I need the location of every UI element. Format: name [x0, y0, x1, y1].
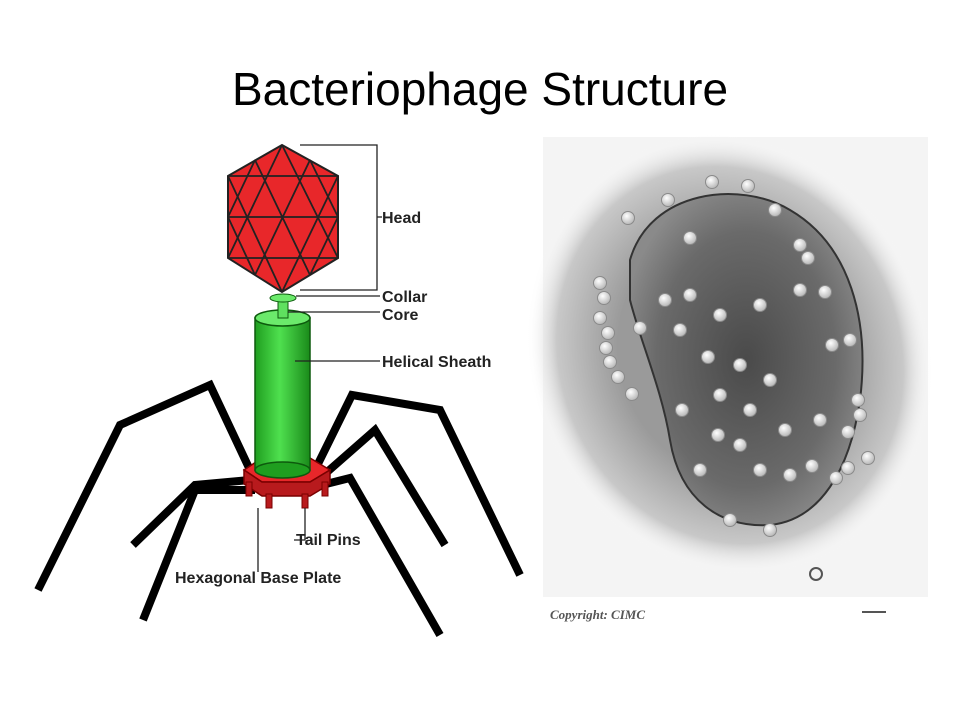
- tail-pin: [265, 493, 273, 509]
- phage-particle: [841, 425, 855, 439]
- phage-particle: [763, 523, 777, 537]
- phage-particle: [701, 350, 715, 364]
- slide-title: Bacteriophage Structure: [231, 63, 729, 115]
- phage-particle: [818, 285, 832, 299]
- free-phage: [809, 567, 823, 581]
- capsid-head: [227, 143, 339, 294]
- phage-particle: [713, 388, 727, 402]
- phage-particle: [593, 276, 607, 290]
- phage-particle: [741, 179, 755, 193]
- tail-pin: [245, 481, 253, 497]
- phage-particle: [753, 463, 767, 477]
- phage-particle: [675, 403, 689, 417]
- electron-micrograph: Copyright: CIMC: [526, 133, 934, 622]
- phage-particle: [733, 438, 747, 452]
- collar-core: [269, 293, 297, 319]
- micrograph-copyright: Copyright: CIMC: [550, 607, 645, 622]
- phage-particle: [778, 423, 792, 437]
- label-helical-sheath: Helical Sheath: [382, 354, 491, 371]
- phage-particle: [733, 358, 747, 372]
- tail-fiber: [315, 423, 449, 548]
- tail-fibers: [34, 379, 524, 637]
- phage-particle: [603, 355, 617, 369]
- leader-lines: [257, 144, 382, 572]
- phage-particle: [813, 413, 827, 427]
- phage-diagram: Head Collar Core Helical Sheath Tail Pin…: [34, 143, 524, 637]
- tail-fiber: [139, 486, 255, 622]
- phage-particle: [853, 408, 867, 422]
- label-base-plate: Hexagonal Base Plate: [175, 570, 341, 587]
- phage-particle: [843, 333, 857, 347]
- phage-particle: [743, 403, 757, 417]
- label-tail-pins: Tail Pins: [296, 532, 361, 549]
- attached-phages: [593, 175, 875, 537]
- sheath-bottom: [254, 461, 311, 479]
- helical-sheath: [254, 309, 311, 479]
- tail-pin: [301, 493, 309, 509]
- phage-particle: [625, 387, 639, 401]
- phage-particle: [801, 251, 815, 265]
- phage-particle: [683, 288, 697, 302]
- label-core: Core: [382, 307, 419, 324]
- phage-particle: [597, 291, 611, 305]
- phage-particle: [621, 211, 635, 225]
- phage-particle: [793, 283, 807, 297]
- phage-particle: [693, 463, 707, 477]
- phage-particle: [683, 231, 697, 245]
- phage-particle: [851, 393, 865, 407]
- phage-particle: [763, 373, 777, 387]
- phage-particle: [783, 468, 797, 482]
- phage-particle: [861, 451, 875, 465]
- tail-pin: [321, 481, 329, 497]
- core: [277, 299, 289, 319]
- phage-particle: [705, 175, 719, 189]
- tail-fiber: [34, 379, 254, 592]
- phage-particle: [841, 461, 855, 475]
- label-collar: Collar: [382, 289, 427, 306]
- tail-pins-leader: [294, 508, 306, 541]
- label-head: Head: [382, 210, 421, 227]
- phage-particle: [611, 370, 625, 384]
- phage-particle: [713, 308, 727, 322]
- phage-particle: [593, 311, 607, 325]
- collar: [269, 293, 297, 303]
- phage-particle: [633, 321, 647, 335]
- tail-fiber: [311, 390, 524, 577]
- phage-particle: [711, 428, 725, 442]
- phage-particle: [661, 193, 675, 207]
- tail-fiber: [130, 476, 251, 548]
- phage-particle: [599, 341, 613, 355]
- phage-particle: [793, 238, 807, 252]
- phage-particle: [753, 298, 767, 312]
- phage-particle: [658, 293, 672, 307]
- phage-particle: [723, 513, 737, 527]
- phage-particle: [805, 459, 819, 473]
- phage-particle: [829, 471, 843, 485]
- sheath-body: [254, 317, 311, 471]
- phage-particle: [768, 203, 782, 217]
- phage-particle: [825, 338, 839, 352]
- phage-particle: [673, 323, 687, 337]
- phage-particle: [601, 326, 615, 340]
